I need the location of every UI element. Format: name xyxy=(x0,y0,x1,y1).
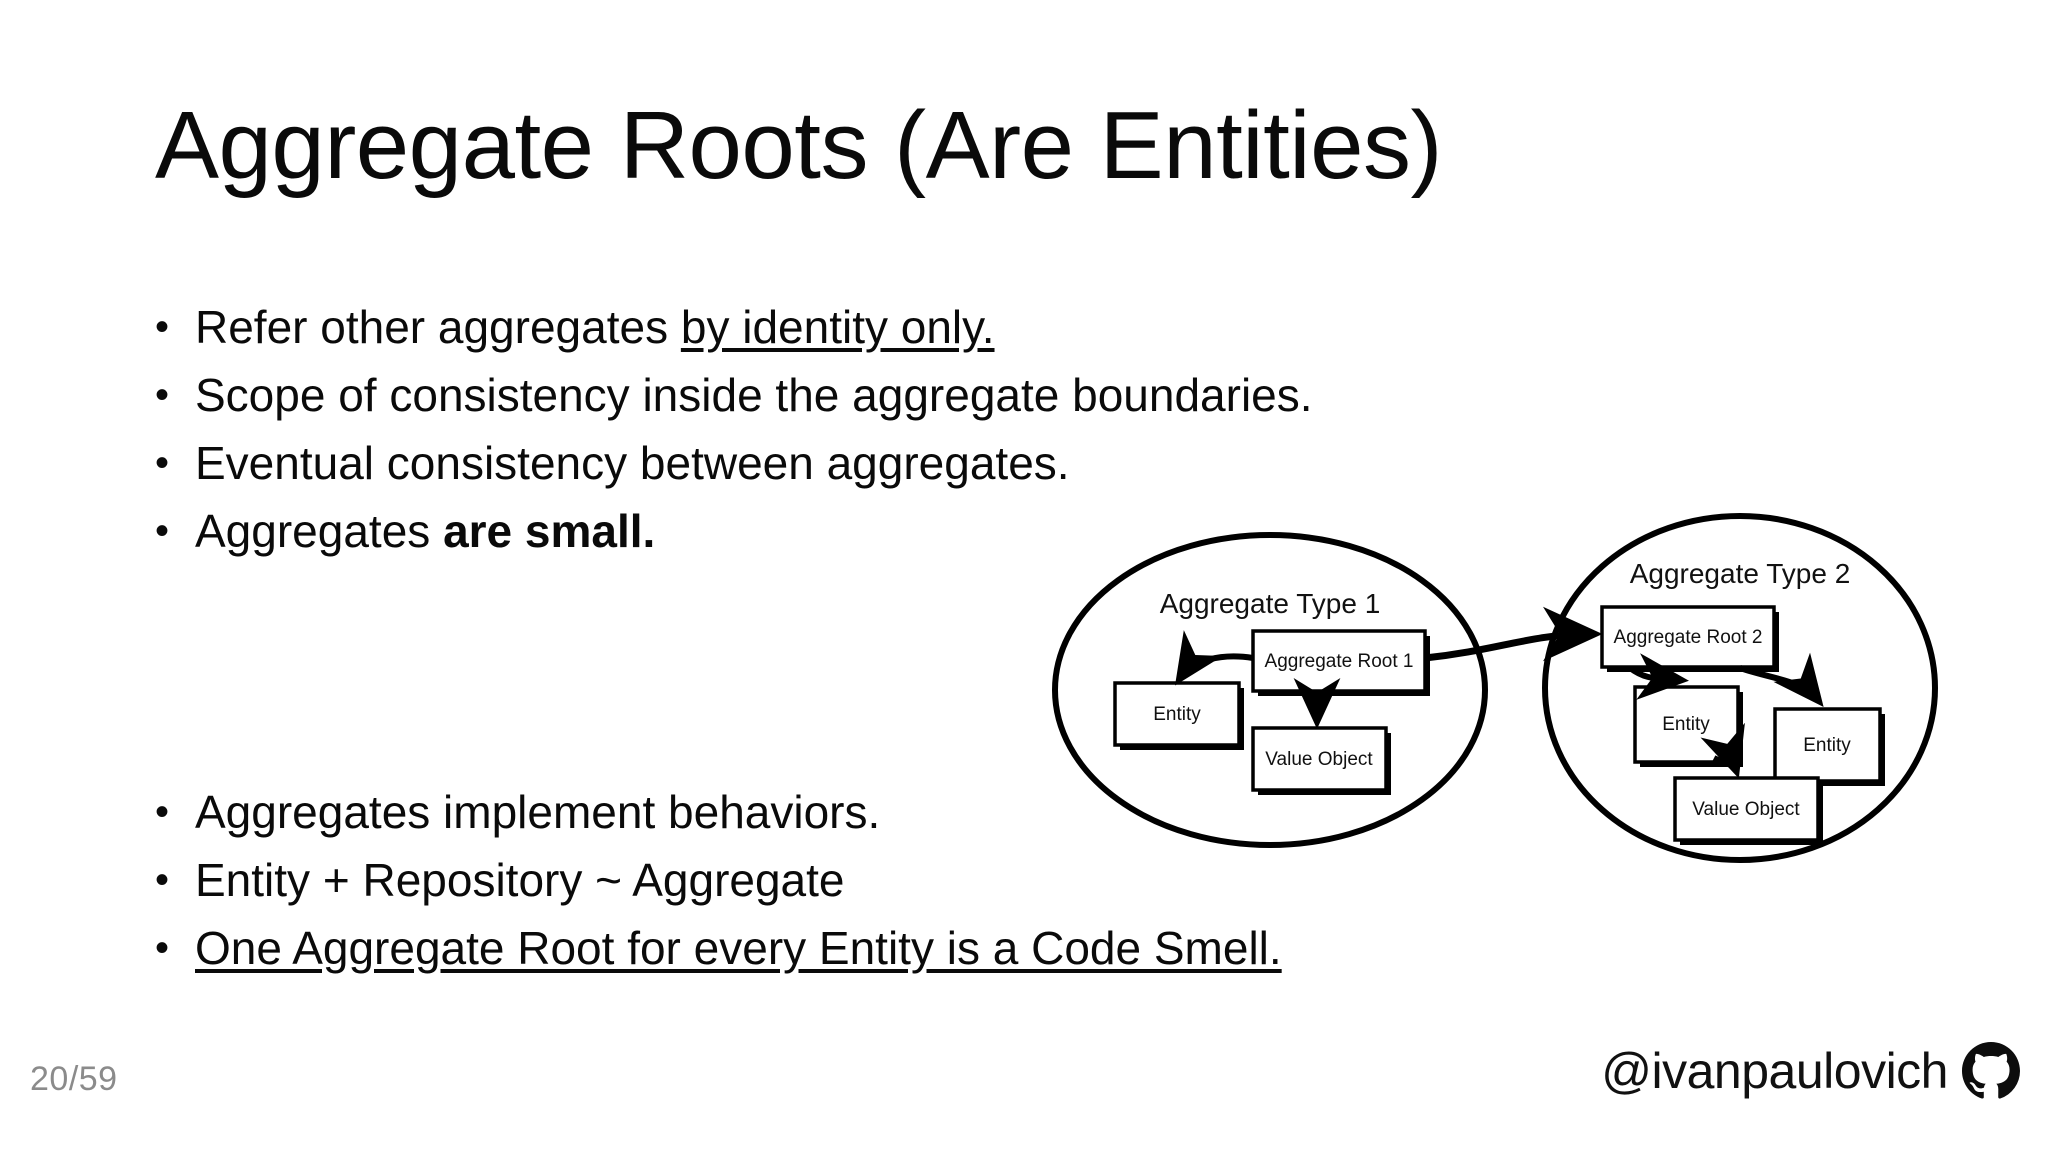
entity-2-right-label: Entity xyxy=(1803,735,1851,756)
aggregate-root-1-label: Aggregate Root 1 xyxy=(1265,651,1414,672)
bullet-text-bold: are small. xyxy=(443,505,656,557)
bullet-text: Refer other aggregates xyxy=(195,301,681,353)
aggregate-type-2-boundary xyxy=(1542,513,1938,863)
aggregate-root-2-label: Aggregate Root 2 xyxy=(1614,627,1763,648)
aggregate-diagram: Aggregate Type 1 Aggregate Root 1 Entity… xyxy=(1040,508,2000,868)
bullet-list-bottom: Aggregates implement behaviors. Entity +… xyxy=(155,778,1282,982)
aggregate-type-2-label: Aggregate Type 2 xyxy=(1630,558,1851,589)
list-item: Refer other aggregates by identity only. xyxy=(155,293,1313,361)
bullet-text: Aggregates implement behaviors. xyxy=(195,786,881,838)
bullet-text: Entity + Repository ~ Aggregate xyxy=(195,854,845,906)
bullet-text: Scope of consistency inside the aggregat… xyxy=(195,369,1313,421)
author-handle: @ivanpaulovich xyxy=(1601,1043,1948,1099)
value-object-1-box xyxy=(1251,726,1388,792)
list-item: Aggregates implement behaviors. xyxy=(155,778,1282,846)
entity-1-label: Entity xyxy=(1153,704,1201,725)
bullet-text-underlined: One Aggregate Root for every Entity is a… xyxy=(195,922,1282,974)
list-item: Entity + Repository ~ Aggregate xyxy=(155,846,1282,914)
bullet-text-underlined: by identity only. xyxy=(680,301,995,353)
list-item: Eventual consistency between aggregates. xyxy=(155,429,1313,497)
list-item: Aggregates are small. xyxy=(155,497,1313,565)
bullet-text: Aggregates xyxy=(195,505,444,557)
arrow-entity2-to-valueobject2 xyxy=(1700,722,1745,779)
arrow-root1-to-root2 xyxy=(1424,606,1603,662)
bullet-text: Eventual consistency between aggregates. xyxy=(195,437,1070,489)
arrow-root2-to-entity2-right xyxy=(1739,652,1824,708)
entity-2-right-box xyxy=(1773,707,1882,783)
github-icon xyxy=(1962,1042,2020,1100)
value-object-2-box xyxy=(1673,776,1820,842)
page-title: Aggregate Roots (Are Entities) xyxy=(155,92,1442,199)
bullet-list-top: Refer other aggregates by identity only.… xyxy=(155,293,1313,565)
credit-block: @ivanpaulovich xyxy=(1601,1042,2020,1100)
value-object-1-label: Value Object xyxy=(1265,749,1373,770)
list-item: Scope of consistency inside the aggregat… xyxy=(155,361,1313,429)
aggregate-type-1-boundary xyxy=(1052,532,1488,848)
value-object-2-label: Value Object xyxy=(1692,799,1800,820)
entity-2-left-label: Entity xyxy=(1662,714,1710,735)
list-item: One Aggregate Root for every Entity is a… xyxy=(155,914,1282,982)
arrow-root1-to-valueobject1 xyxy=(1293,677,1341,729)
aggregate-type-1-label: Aggregate Type 1 xyxy=(1160,588,1381,619)
arrow-root1-to-entity1 xyxy=(1175,630,1254,686)
page-number: 20/59 xyxy=(30,1060,118,1098)
arrow-root2-to-entity2-left xyxy=(1628,653,1689,700)
